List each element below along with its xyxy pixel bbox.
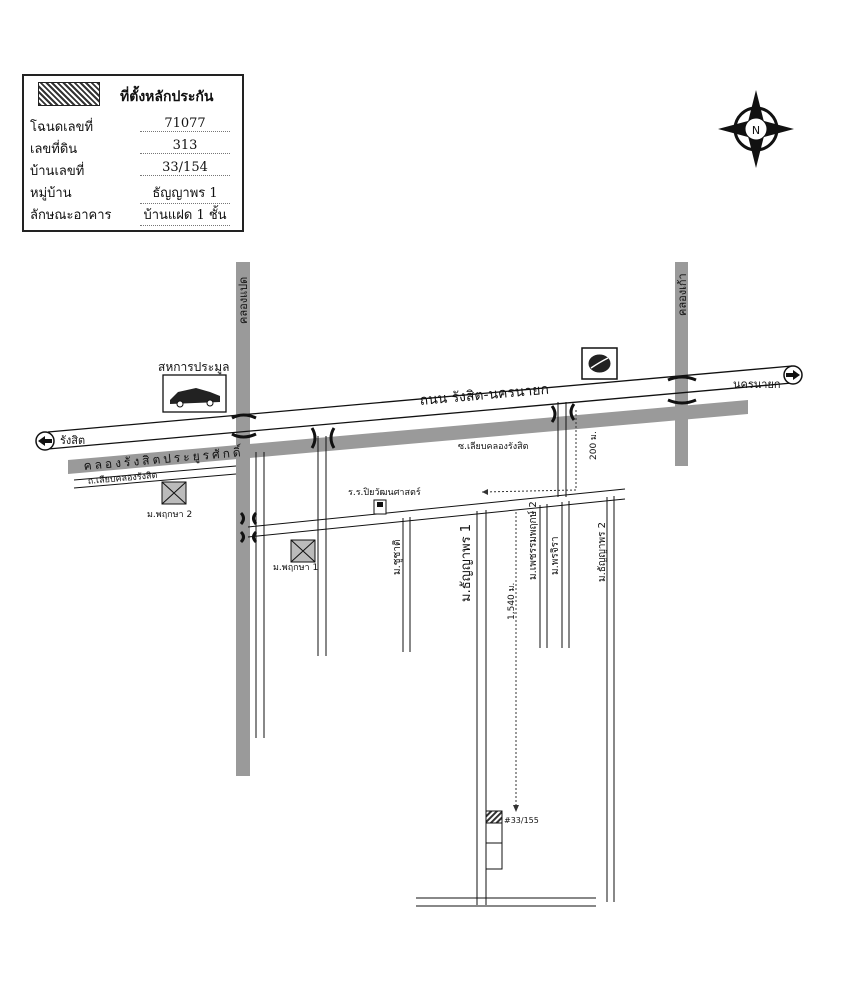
canal-8-label: คลองแปด: [237, 277, 250, 324]
house-lot-2: [485, 842, 503, 870]
distance-200-label: 200 ม.: [589, 431, 599, 460]
bridge-khlong8-icon: [231, 413, 257, 439]
side-road-line-1: [73, 465, 237, 481]
legend-row-deed: โฉนดเลขที่ 71077: [30, 116, 240, 136]
house-number-label: #33/155: [504, 816, 539, 825]
village-pornjira-label: ม.พรจิรา: [550, 536, 561, 575]
legend-row-village: หมู่บ้าน ธัญญาพร 1: [30, 182, 240, 204]
side-road-line-2: [73, 473, 237, 489]
legend-row-value: 313: [140, 138, 230, 154]
legend-box: ที่ตั้งหลักประกัน โฉนดเลขที่ 71077 เลขที…: [22, 74, 244, 232]
main-road-label: ถนน รังสิต-นครนายก: [419, 382, 550, 409]
canal-main-label: คลองรังสิตประยูรศักดิ์: [83, 443, 244, 474]
side-road-label: ถ.เลียบคลองรังสิต: [87, 470, 158, 487]
legend-row-value: ธัญญาพร 1: [140, 182, 230, 204]
legend-row-label: ลักษณะอาคาร: [30, 208, 112, 223]
legend-row-value: 33/154: [140, 160, 230, 176]
school-icon: [373, 499, 387, 515]
bridge-crossroad-icon: [239, 511, 258, 544]
compass-north-label: N: [752, 124, 760, 137]
canal-khlong-9: [675, 262, 688, 466]
route-200m: [481, 410, 577, 493]
arrow-head-route: [482, 489, 488, 495]
soi-canal-label: ซ.เลียบคลองรังสิต: [458, 441, 529, 452]
arrow-east-icon: [783, 365, 803, 385]
cross-road-top: [247, 488, 626, 528]
village-chuchat-label: ม.ชูชาติ: [392, 540, 403, 575]
legend-row-value: 71077: [140, 116, 230, 132]
arrow-west-icon: [35, 431, 55, 451]
legend-row-label: บ้านเลขที่: [30, 164, 85, 179]
compass-icon: [718, 90, 794, 168]
village-petch-label: ม.เพชรรมพฤกษ์ 2: [527, 501, 539, 580]
distance-1540-label: 1,540 ม.: [507, 583, 517, 620]
legend-title: ที่ตั้งหลักประกัน: [120, 89, 214, 105]
arrow-head-house: [513, 805, 519, 812]
village-pruksa2-icon: [161, 481, 187, 505]
car-icon: [162, 374, 227, 413]
leaf-sign-icon: [581, 347, 618, 380]
main-road-edge-top: [47, 365, 793, 433]
village-thanyaporn1-label: ม.ธัญญาพร 1: [459, 524, 474, 602]
bridge-east-soi-icon: [550, 403, 576, 423]
village-pruksa1-label: ม.พฤกษา 1: [273, 563, 318, 573]
village-pruksa2-label: ม.พฤกษา 2: [147, 510, 192, 520]
village-thanyaporn2-label: ม.ธัญญาพร 2: [597, 522, 608, 582]
west-end-label: รังสิต: [60, 434, 85, 447]
legend-row-label: เลขที่ดิน: [30, 142, 78, 157]
legend-row-value: บ้านแฝด 1 ชั้น: [140, 204, 230, 226]
legend-row-building-type: ลักษณะอาคาร บ้านแฝด 1 ชั้น: [30, 204, 240, 226]
bridge-khlong9-icon: [667, 375, 697, 405]
cross-road-bottom: [247, 498, 626, 538]
legend-row-land-no: เลขที่ดิน 313: [30, 138, 240, 158]
canal-9-label: คลองเก้า: [676, 273, 689, 316]
landmark-prachamun-label: สหการประมูล: [158, 360, 229, 375]
collateral-hatch-swatch: [38, 82, 100, 106]
legend-row-label: โฉนดเลขที่: [30, 120, 94, 135]
legend-row-house-no: บ้านเลขที่ 33/154: [30, 160, 240, 180]
main-road-edge-bottom: [47, 382, 793, 450]
village-pruksa1-icon: [290, 539, 316, 563]
collateral-house-marker: [485, 810, 503, 824]
house-lot-1: [485, 822, 503, 844]
east-end-label: นครนายก: [733, 378, 781, 391]
legend-row-label: หมู่บ้าน: [30, 186, 72, 201]
school-label: ร.ร.ปิยวัฒนศาสตร์: [348, 486, 421, 498]
bridge-soi-icon: [310, 427, 336, 449]
